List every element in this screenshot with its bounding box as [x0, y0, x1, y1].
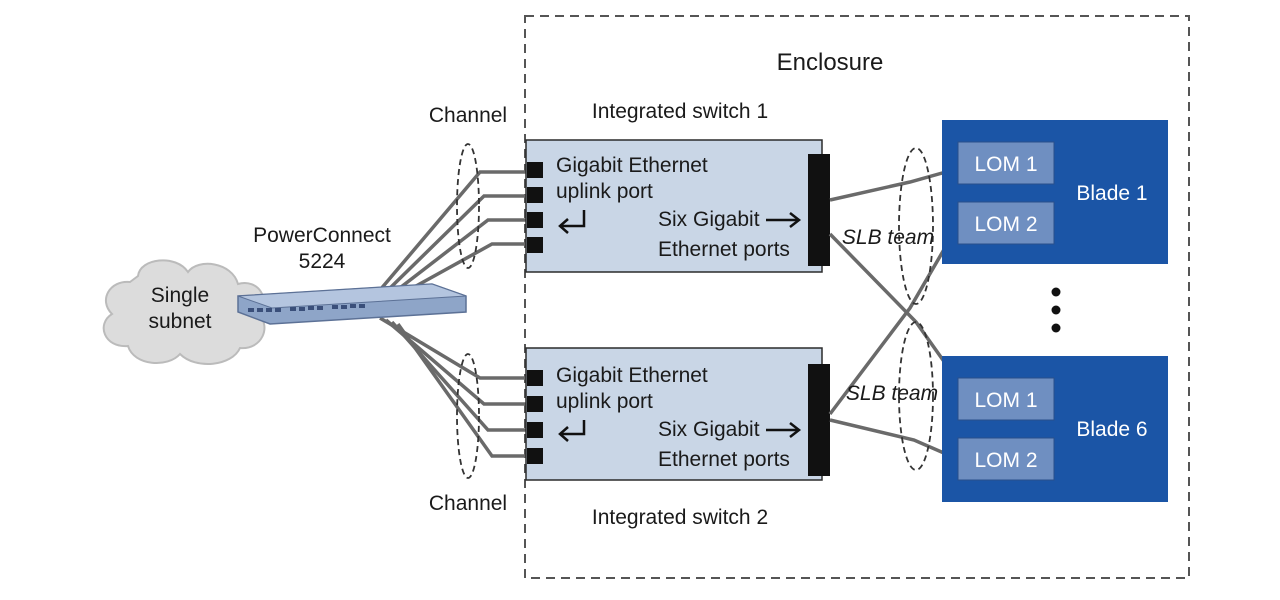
- blade6-lom1-label: LOM 1: [974, 389, 1037, 412]
- switch2-uplink-ports: [527, 370, 543, 464]
- blade1-label: Blade 1: [1076, 182, 1147, 205]
- slb-team-ellipse-top: [898, 147, 934, 305]
- cloud-label-line1: Single: [151, 284, 209, 307]
- blade1-lom1-label: LOM 1: [974, 153, 1037, 176]
- cloud-icon: [102, 259, 266, 366]
- integrated-switch-2: [525, 347, 823, 481]
- switch1-ports-label-line2: Ethernet ports: [658, 238, 790, 261]
- slb-team-label-bottom: SLB team: [846, 382, 938, 405]
- uplink-cables: [378, 170, 530, 458]
- ellipsis-dots: [1051, 287, 1061, 333]
- channel-label-bottom: Channel: [429, 492, 507, 515]
- switch1-uplink-label-line2: uplink port: [556, 180, 653, 203]
- switch1-blade-port-strip: [808, 154, 830, 266]
- slb-team-label-top: SLB team: [842, 226, 934, 249]
- cloud-label-line2: subnet: [148, 310, 211, 333]
- blade6-lom1: [957, 377, 1055, 421]
- switch1-uplink-ports: [527, 162, 543, 253]
- return-arrow-icon: [558, 420, 586, 442]
- channel-ellipse-bottom: [456, 353, 480, 479]
- blade-cables: [828, 166, 962, 462]
- right-arrow-icon: [766, 212, 802, 228]
- switch1-ports-label-line1: Six Gigabit: [658, 208, 760, 231]
- powerconnect-switch-device: [237, 283, 467, 325]
- blade1-lom1: [957, 141, 1055, 185]
- blade6-label: Blade 6: [1076, 418, 1147, 441]
- switch1-uplink-label-line1: Gigabit Ethernet: [556, 154, 708, 177]
- blade1-lom2: [957, 201, 1055, 245]
- switch2-blade-port-strip: [808, 364, 830, 476]
- switch2-ports-label-line1: Six Gigabit: [658, 418, 760, 441]
- enclosure-boundary: [524, 15, 1190, 579]
- switch2-uplink-label-line2: uplink port: [556, 390, 653, 413]
- powerconnect-label-line1: PowerConnect: [253, 224, 391, 247]
- switch2-title: Integrated switch 2: [592, 506, 768, 529]
- blade6-lom2: [957, 437, 1055, 481]
- blade1-lom2-label: LOM 2: [974, 213, 1037, 236]
- switch2-ports-label-line2: Ethernet ports: [658, 448, 790, 471]
- enclosure-label: Enclosure: [777, 49, 884, 76]
- switch2-uplink-label-line1: Gigabit Ethernet: [556, 364, 708, 387]
- channel-label-top: Channel: [429, 104, 507, 127]
- channel-ellipse-top: [456, 143, 480, 269]
- return-arrow-icon: [558, 210, 586, 234]
- slb-team-ellipse-bottom: [898, 321, 934, 471]
- integrated-switch-1: [525, 139, 823, 273]
- blade6-lom2-label: LOM 2: [974, 449, 1037, 472]
- powerconnect-label-line2: 5224: [299, 250, 346, 273]
- right-arrow-icon: [766, 422, 802, 438]
- switch1-title: Integrated switch 1: [592, 100, 768, 123]
